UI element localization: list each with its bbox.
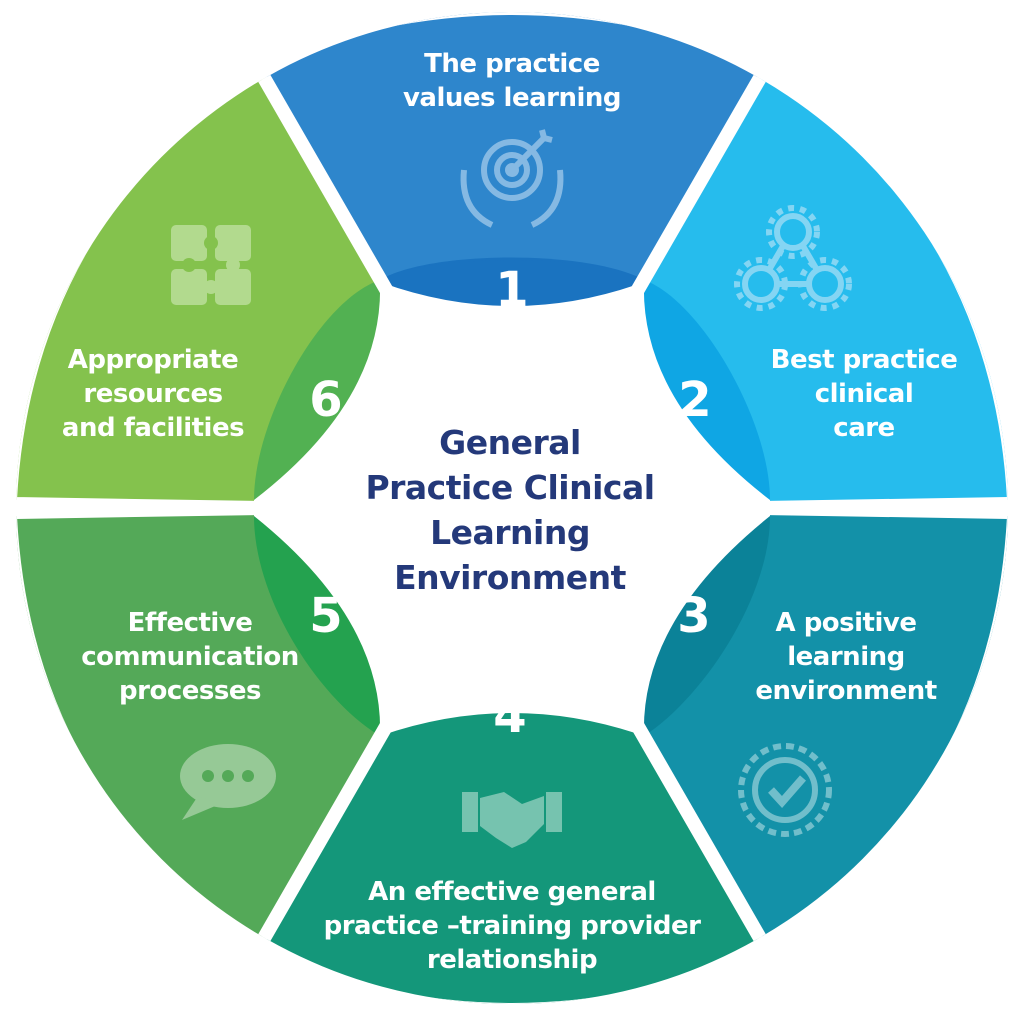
segment-4-label-line-1: An effective general — [368, 877, 656, 907]
segment-3-label: A positive learning environment — [736, 606, 956, 708]
segment-3-number: 3 — [677, 588, 711, 644]
segment-4-number: 4 — [493, 688, 527, 744]
segment-3-label-line-3: environment — [755, 676, 937, 706]
segment-3-label-line-2: learning — [787, 642, 905, 672]
center-title-line-1: General — [439, 423, 581, 462]
segment-5-label-line-3: processes — [119, 676, 261, 706]
segment-2-label: Best practice clinical care — [754, 343, 974, 445]
segment-6-label-line-2: resources — [83, 379, 223, 409]
center-title-line-2: Practice Clinical — [365, 468, 655, 507]
target-in-hands-icon — [460, 129, 564, 228]
segment-5-label-line-2: communication — [81, 642, 299, 672]
center-area — [254, 282, 770, 736]
segment-2-label-line-3: care — [833, 413, 895, 443]
segment-6-label-line-1: Appropriate — [67, 345, 239, 375]
segment-5-number: 5 — [309, 588, 343, 644]
segment-1-number: 1 — [495, 262, 529, 318]
segment-5-label-line-1: Effective — [127, 608, 253, 638]
segment-6-label-line-3: and facilities — [61, 413, 245, 443]
segment-4-label: An effective general practice –training … — [324, 875, 701, 977]
center-title-line-3: Learning — [430, 513, 590, 552]
handshake-icon — [462, 792, 562, 848]
segment-4-label-line-3: relationship — [426, 945, 598, 975]
badge-check-icon — [738, 743, 832, 837]
gears-network-icon — [734, 205, 852, 311]
chat-bubble-icon — [180, 744, 276, 820]
segment-1-label: The practice values learning — [380, 47, 644, 115]
segment-4-label-line-2: practice –training provider — [323, 911, 701, 941]
segment-1-label-line-2: values learning — [402, 83, 622, 113]
segment-2-label-line-2: clinical — [814, 379, 914, 409]
puzzle-icon — [171, 225, 251, 305]
center-title-line-4: Environment — [394, 558, 626, 597]
center-title: General Practice Clinical Learning Envir… — [360, 420, 660, 600]
segment-6-label: Appropriate resources and facilities — [40, 343, 266, 445]
segment-2-number: 2 — [678, 372, 712, 428]
segment-3-label-line-1: A positive — [775, 608, 917, 638]
segment-6-number: 6 — [309, 372, 343, 428]
segment-5-label: Effective communication processes — [70, 606, 310, 708]
segment-2-label-line-1: Best practice — [770, 345, 958, 375]
segment-1-label-line-1: The practice — [424, 49, 600, 79]
